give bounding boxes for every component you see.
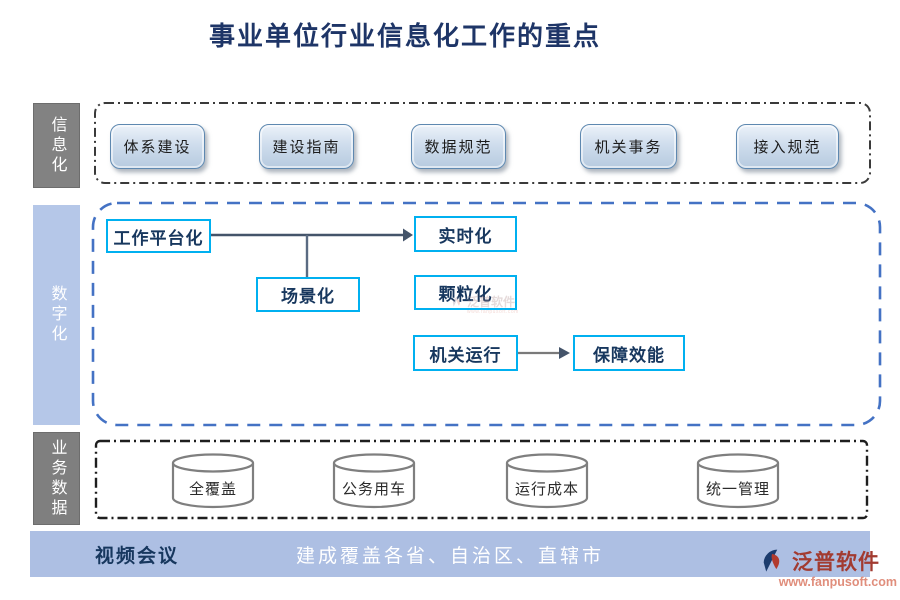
button-agency-affairs[interactable]: 机关事务 [580, 124, 677, 169]
arrowhead-efficiency [559, 347, 570, 359]
fanpu-logo-icon [763, 549, 780, 572]
database-icon [332, 453, 416, 509]
node-granularity: 颗粒化 [414, 275, 517, 310]
watermark-brand-url: www.fanpusoft.com [467, 309, 519, 316]
sidebar-label-informatization: 信息化 [48, 115, 66, 176]
footer-bar: 建成覆盖各省、自治区、直辖市 视频会议 [30, 531, 870, 577]
cylinder-label: 全覆盖 [188, 481, 237, 498]
node-agency-operation: 机关运行 [413, 335, 518, 371]
database-icon [696, 453, 780, 509]
sidebar-item-informatization: 信息化 [33, 103, 80, 188]
brand-name: 泛普软件 [792, 551, 880, 574]
cylinder-label: 公务用车 [341, 481, 406, 498]
button-data-standard[interactable]: 数据规范 [411, 124, 506, 169]
cylinder-full-coverage: 全覆盖 [170, 452, 256, 510]
brand-logo: 泛普软件 www.fanpusoft.com [762, 546, 897, 589]
button-construction-guide[interactable]: 建设指南 [259, 124, 354, 169]
sidebar-label-business-data: 业务数据 [48, 438, 66, 519]
sidebar-item-business-data: 业务数据 [33, 432, 80, 525]
node-realtime: 实时化 [414, 216, 517, 252]
button-access-standard[interactable]: 接入规范 [736, 124, 839, 169]
button-system-construction[interactable]: 体系建设 [110, 124, 205, 169]
footer-message: 建成覆盖各省、自治区、直辖市 [295, 545, 604, 567]
footer-video-conference-label: 视频会议 [95, 545, 180, 567]
sidebar-label-digitalization: 数字化 [48, 285, 66, 345]
node-scenario: 场景化 [256, 277, 360, 312]
cylinder-official-vehicles: 公务用车 [331, 452, 417, 510]
node-work-platform: 工作平台化 [106, 219, 211, 253]
sidebar-item-digitalization: 数字化 [33, 205, 80, 425]
brand-url-link[interactable]: www.fanpusoft.com [778, 575, 897, 589]
cylinder-label: 统一管理 [705, 481, 770, 498]
node-support-efficiency: 保障效能 [573, 335, 685, 371]
cylinder-label: 运行成本 [514, 481, 579, 498]
page-title: 事业单位行业信息化工作的重点 [208, 22, 601, 51]
database-icon [505, 453, 589, 509]
cylinder-operating-cost: 运行成本 [504, 452, 590, 510]
arrowhead-realtime [403, 228, 413, 242]
database-icon [171, 453, 255, 509]
cylinder-unified-management: 统一管理 [695, 452, 781, 510]
